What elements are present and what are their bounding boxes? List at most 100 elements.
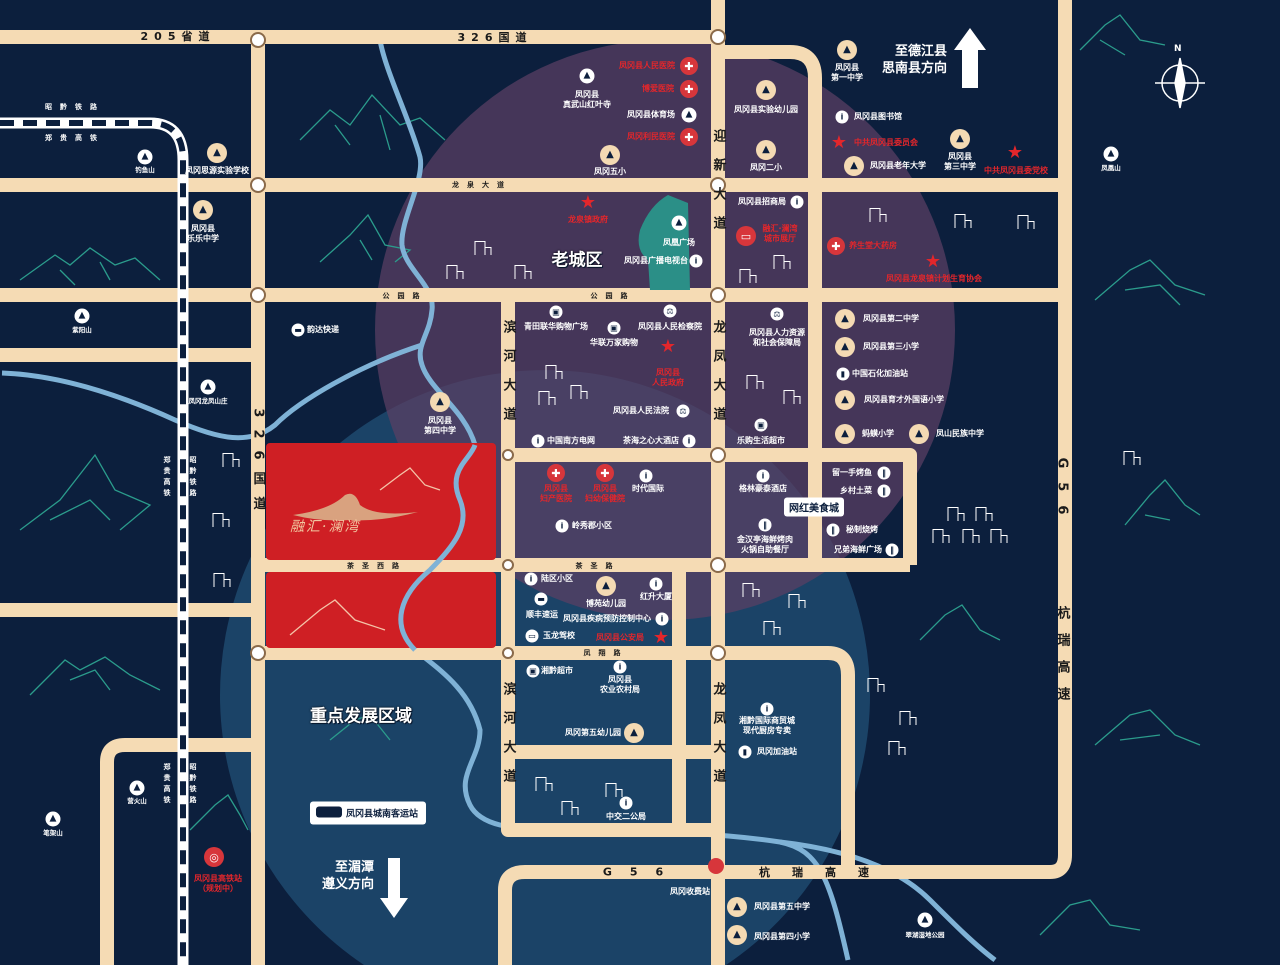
poi-label[interactable]: 凤冈县疾病预防控制中心: [563, 614, 651, 623]
poi-label[interactable]: 凤冈县第四小学: [754, 932, 810, 941]
building-icon: [561, 801, 579, 815]
poi-label[interactable]: 凤冈收费站: [670, 887, 710, 896]
food-icon: ‖: [826, 523, 840, 537]
building-icon: [763, 621, 781, 635]
poi-label[interactable]: 凤冈二小: [750, 163, 782, 172]
poi-label[interactable]: 凤山民族中学: [936, 429, 984, 438]
poi-label[interactable]: 金汉亭海鲜烤肉 火锅自助餐厅: [737, 535, 793, 554]
building-icon: [962, 529, 980, 543]
poi-label[interactable]: 营火山: [127, 796, 147, 805]
poi-label[interactable]: 凤冈县 人民政府: [652, 368, 684, 387]
junction: [710, 557, 726, 573]
rail-label-zhenggui-v1: 郑贵高铁: [163, 456, 171, 500]
poi-label[interactable]: 凤冈县第二中学: [863, 314, 919, 323]
poi-label[interactable]: 凤冈县 第三中学: [944, 152, 976, 171]
road-label-longfeng-2: 龙凤大道: [710, 682, 726, 798]
poi-label[interactable]: 凤冈县 第一中学: [831, 63, 863, 82]
poi-label[interactable]: 凤冈县育才外国语小学: [864, 395, 944, 404]
poi-label[interactable]: 凤冈利民医院: [627, 132, 675, 141]
railway-dashes: [0, 120, 186, 965]
road-junctions: [250, 29, 726, 661]
road-label-longfeng: 龙凤大道: [710, 320, 726, 436]
poi-label[interactable]: 凤冈县实验幼儿园: [734, 105, 798, 114]
poi-label[interactable]: 红升大厦: [640, 592, 672, 601]
poi-label[interactable]: 凤冈加油站: [757, 747, 797, 756]
poi-label[interactable]: 凤冈县广播电视台: [624, 256, 688, 265]
poi-label[interactable]: 华联万家购物: [590, 338, 638, 347]
poi-label[interactable]: 乐购生活超市: [737, 436, 785, 445]
poi-label[interactable]: 凤冈县高铁站 （规划中）: [194, 874, 242, 893]
poi-label[interactable]: 博苑幼儿园: [586, 599, 626, 608]
building-icon: [212, 513, 230, 527]
poi-label[interactable]: 韵达快递: [307, 325, 339, 334]
poi-label[interactable]: 格林豪泰酒店: [739, 484, 787, 493]
poi-label[interactable]: 凤冈县第五中学: [754, 902, 810, 911]
building-icon: [947, 507, 965, 521]
poi-label[interactable]: 中交二公局: [606, 812, 646, 821]
poi-label[interactable]: 翠湖湿地公园: [905, 930, 945, 939]
project-block-south: [266, 572, 496, 648]
mountain-icon: [1094, 259, 1206, 306]
poi-label[interactable]: 时代国际: [632, 484, 664, 493]
poi-label[interactable]: 笔架山: [43, 828, 63, 837]
poi-label[interactable]: 凤冈县体育场: [627, 110, 675, 119]
poi-label[interactable]: 凤冈县龙泉镇计划生育协会: [886, 274, 982, 283]
poi-label[interactable]: 凤凰广场: [663, 238, 695, 247]
poi-label[interactable]: 凤冈五小: [594, 167, 626, 176]
poi-label[interactable]: 留一手烤鱼: [832, 468, 872, 477]
poi-label[interactable]: 蚂蟥小学: [862, 429, 894, 438]
building-icon: [474, 241, 492, 255]
poi-label[interactable]: 中国石化加油站: [852, 369, 908, 378]
poi-label[interactable]: 凤冈县 第四中学: [424, 416, 456, 435]
building-icon: [446, 265, 464, 279]
poi-label[interactable]: 凤冈县 农业农村局: [600, 675, 640, 694]
food-icon: ‖: [877, 484, 891, 498]
poi-label[interactable]: 茶海之心大酒店: [623, 436, 679, 445]
poi-label[interactable]: 凤冈县图书馆: [854, 112, 902, 121]
poi-label[interactable]: 岭秀郡小区: [572, 521, 612, 530]
poi-label[interactable]: 秘制烧烤: [846, 525, 878, 534]
poi-label[interactable]: 凤冈县 真武山红叶寺: [563, 90, 611, 109]
mountain-icon: ▲: [200, 379, 216, 395]
poi-label[interactable]: 中共凤冈县委员会: [854, 138, 918, 147]
poi-label[interactable]: 顺丰速运: [526, 610, 558, 619]
poi-label[interactable]: 博爱医院: [642, 84, 674, 93]
poi-label[interactable]: 玉龙驾校: [543, 631, 575, 640]
poi-label[interactable]: 凤冈县人民医院: [619, 61, 675, 70]
poi-label[interactable]: 凤冈龙凤山庄: [188, 396, 228, 405]
poi-label[interactable]: 凤冈县第三小学: [863, 342, 919, 351]
poi-label[interactable]: 凤冈县 妇产医院: [540, 484, 572, 503]
poi-label[interactable]: 湘黔国际商贸城 现代厨房专卖: [739, 716, 795, 735]
mountain-icon: [189, 794, 249, 831]
star-icon: ★: [659, 336, 677, 357]
poi-label[interactable]: 中国南方电网: [547, 436, 595, 445]
poi-label[interactable]: 养生堂大药房: [849, 241, 897, 250]
poi-label[interactable]: 凤冈县人民检察院: [638, 322, 702, 331]
poi-label[interactable]: 凤冈县招商局: [738, 197, 786, 206]
road-ne-curve: [718, 45, 822, 560]
poi-label[interactable]: 乡村土菜: [840, 486, 872, 495]
poi-label[interactable]: 陆区小区: [541, 574, 573, 583]
poi-label[interactable]: 兄弟海鲜广场: [834, 545, 882, 554]
poi-label[interactable]: 融汇·澜湾 城市展厅: [762, 224, 798, 243]
poi-label[interactable]: 凤冈县人力资源 和社会保障局: [749, 328, 805, 347]
poi-label[interactable]: 凤冈第五幼儿园: [565, 728, 621, 737]
poi-label[interactable]: 青田联华购物广场: [524, 322, 588, 331]
poi-label[interactable]: 龙泉镇政府: [568, 215, 608, 224]
poi-label[interactable]: 湘黔超市: [541, 666, 573, 675]
poi-label[interactable]: 凤冈县人民法院: [613, 406, 669, 415]
road-label-g56-vertical: G56: [1054, 457, 1070, 529]
poi-label[interactable]: 凤冈县 妇幼保健院: [585, 484, 625, 503]
poi-label[interactable]: 钓鱼山: [135, 165, 155, 174]
poi-label[interactable]: 凤冈县 乐乐中学: [187, 224, 219, 243]
poi-label[interactable]: 中共凤冈县委党校: [984, 166, 1048, 175]
poi-label[interactable]: 紫阳山: [72, 325, 92, 334]
poi-label[interactable]: 凤冈县老年大学: [870, 161, 926, 170]
poi-label[interactable]: 凤凰山: [1101, 163, 1121, 172]
building-icon: [975, 507, 993, 521]
poi-label[interactable]: 凤冈县公安局: [596, 633, 644, 642]
poi-label[interactable]: 凤冈思源实验学校: [185, 166, 249, 175]
junction: [250, 177, 266, 193]
shop-icon: ▣: [607, 321, 621, 335]
